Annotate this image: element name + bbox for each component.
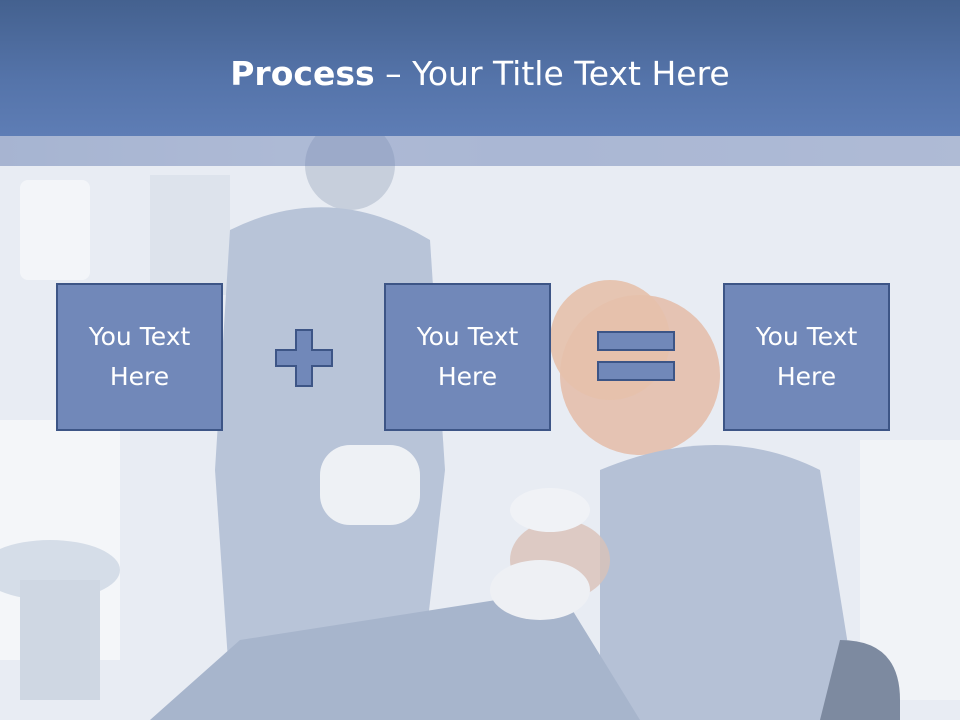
process-box-2[interactable]: You Text Here — [384, 283, 551, 431]
slide-title-rest: – Your Title Text Here — [374, 54, 730, 93]
process-box-1[interactable]: You Text Here — [56, 283, 223, 431]
process-box-3-line1: You Text — [755, 322, 858, 351]
slide-title[interactable]: Process – Your Title Text Here — [0, 52, 960, 96]
process-box-1-line1: You Text — [88, 322, 191, 351]
title-bar — [0, 0, 960, 136]
process-box-1-line2: Here — [109, 362, 170, 391]
process-box-2-line1: You Text — [416, 322, 519, 351]
title-accent-strip — [0, 136, 960, 166]
process-box-3-line2: Here — [776, 362, 837, 391]
slide-title-bold: Process — [230, 54, 375, 93]
process-box-2-line2: Here — [437, 362, 498, 391]
process-box-3[interactable]: You Text Here — [723, 283, 890, 431]
equals-icon — [597, 331, 675, 381]
plus-icon — [275, 329, 333, 387]
